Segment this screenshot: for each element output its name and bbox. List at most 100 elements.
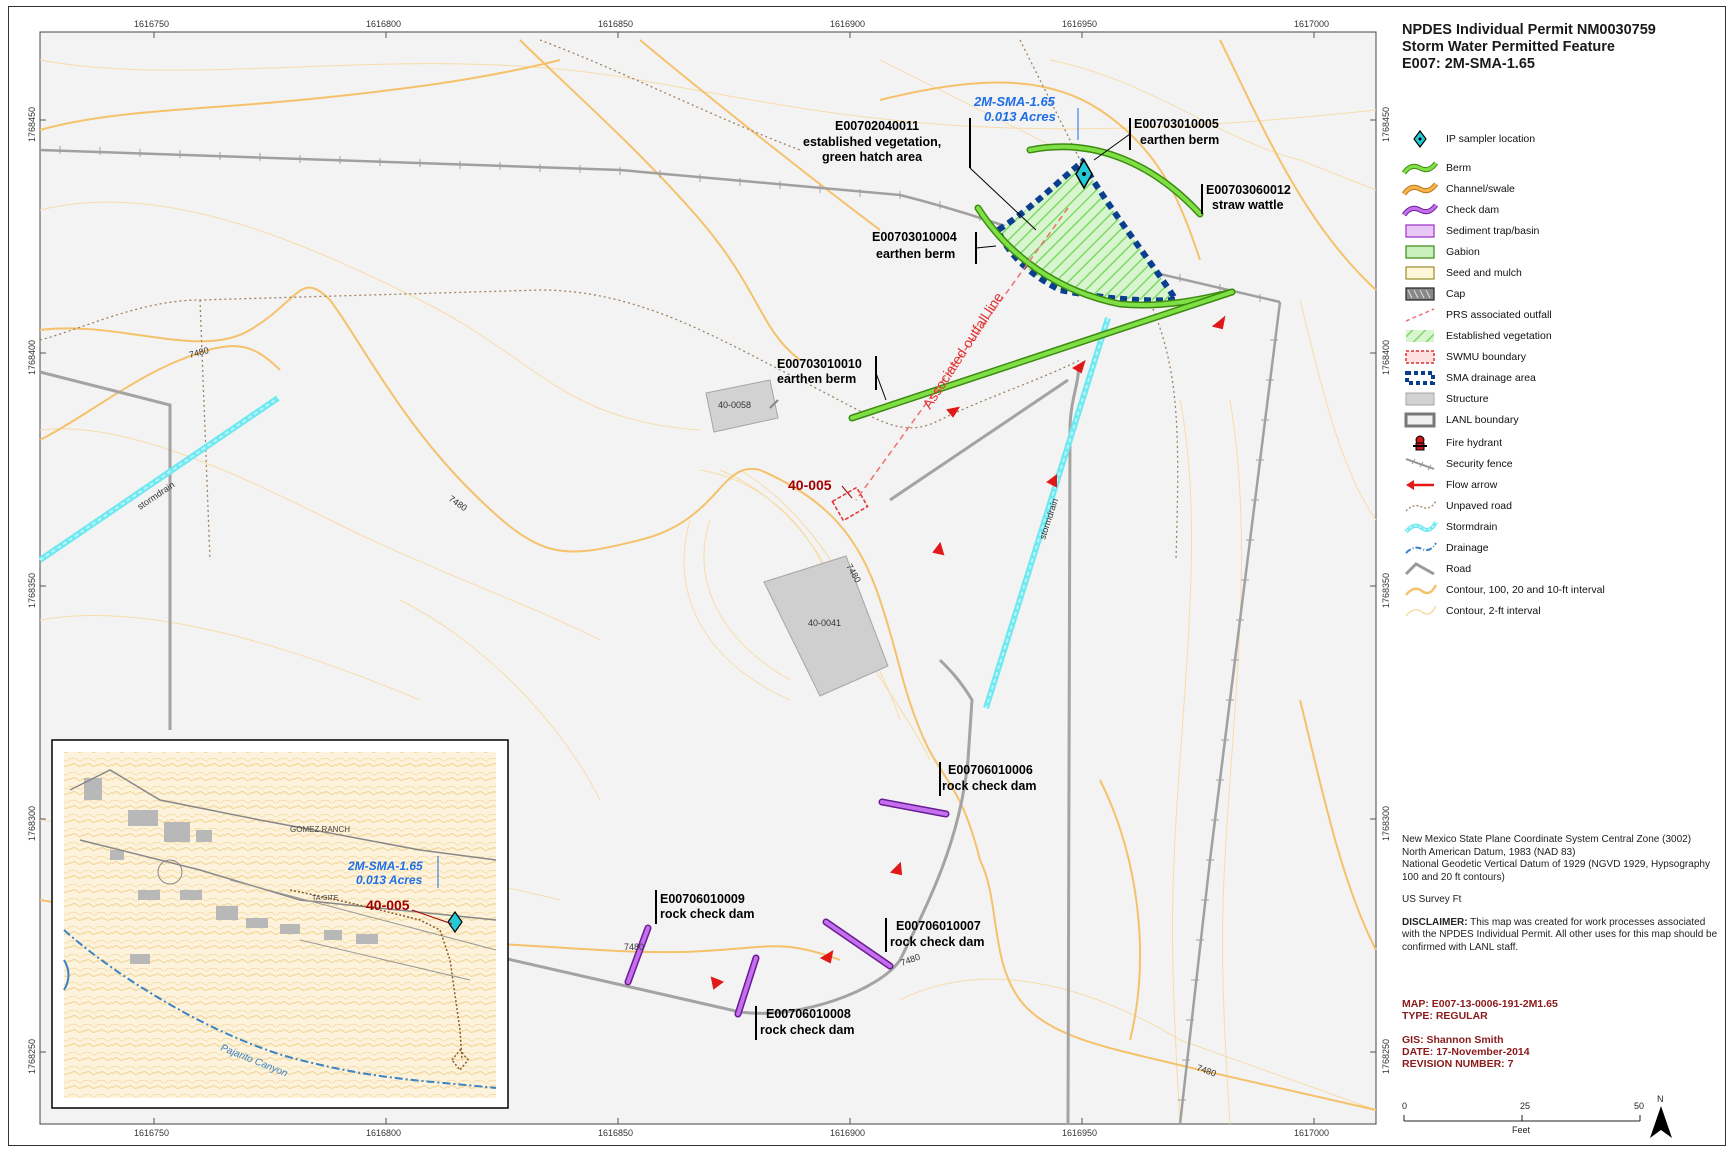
inset-map: GOMEZ RANCH TA-SITE Pajarito Canyon 2M-S… xyxy=(51,739,509,1109)
berm10-id: E00703010010 xyxy=(777,357,862,371)
legend-item-fence: Security fence xyxy=(1402,455,1513,473)
dam7-type: rock check dam xyxy=(890,935,985,949)
y-coord-right-4: 1768250 xyxy=(1381,1039,1391,1074)
veg-line2: green hatch area xyxy=(822,150,923,164)
coord-labels: 1616750 1616800 1616850 1616900 1616950 … xyxy=(27,19,1391,1138)
map-info: New Mexico State Plane Coordinate System… xyxy=(1402,834,1720,964)
flow-arrow-icon xyxy=(1406,480,1434,490)
scale-tick-50: 50 xyxy=(1634,1101,1644,1111)
structure-icon xyxy=(1405,392,1435,406)
map-type: TYPE: REGULAR xyxy=(1402,1010,1488,1022)
map-metadata: MAP: E007-13-0006-191-2M1.65 TYPE: REGUL… xyxy=(1402,998,1558,1070)
wattle-type: straw wattle xyxy=(1212,198,1284,212)
gabion-icon xyxy=(1405,245,1435,259)
map-date: DATE: 17-November-2014 xyxy=(1402,1046,1530,1058)
scale-unit: Feet xyxy=(1512,1125,1531,1135)
x-coord-top-5: 1617000 xyxy=(1294,19,1329,29)
disclaimer-text: This map was created for work processes … xyxy=(1402,916,1718,953)
seed-mulch-icon xyxy=(1405,266,1435,280)
dam9-type: rock check dam xyxy=(660,907,755,921)
legend-item-cap: Cap xyxy=(1402,285,1465,303)
map-frame xyxy=(8,6,1726,1146)
sma-name-label: 2M-SMA-1.65 xyxy=(973,94,1056,109)
swmu-boundary xyxy=(831,486,869,522)
structure-40-0058 xyxy=(705,379,779,433)
sma-area-icon xyxy=(1405,371,1435,385)
legend-item-ip-sampler: IP sampler location xyxy=(1402,130,1535,148)
established-vegetation-area xyxy=(998,162,1176,301)
projection-text: New Mexico State Plane Coordinate System… xyxy=(1402,834,1692,845)
legend-item-sma: SMA drainage area xyxy=(1402,369,1536,387)
x-coord-bottom-4: 1616950 xyxy=(1062,1128,1097,1138)
legend-item-contour: Contour, 100, 20 and 10-ft interval xyxy=(1402,581,1605,599)
map-title-block: NPDES Individual Permit NM0030759 Storm … xyxy=(1402,22,1720,73)
x-coord-bottom-0: 1616750 xyxy=(134,1128,169,1138)
legend-item-veg: Established vegetation xyxy=(1402,327,1552,345)
y-coord-right-3: 1768300 xyxy=(1381,806,1391,841)
disclaimer-label: DISCLAIMER: xyxy=(1402,916,1468,928)
legend-item-swmu: SWMU boundary xyxy=(1402,348,1526,366)
legend-item-flow: Flow arrow xyxy=(1402,476,1497,494)
title-line-1: NPDES Individual Permit NM0030759 xyxy=(1402,22,1656,38)
x-coord-top-2: 1616850 xyxy=(598,19,633,29)
north-arrow-icon: N xyxy=(1650,1094,1672,1138)
x-coord-bottom-2: 1616850 xyxy=(598,1128,633,1138)
berm4-type: earthen berm xyxy=(876,247,955,261)
stormdrain-group xyxy=(38,317,1111,709)
flow-arrow-group xyxy=(710,315,1226,990)
check-dam-icon xyxy=(1401,203,1439,217)
berm5-type: earthen berm xyxy=(1140,133,1219,147)
wattle-id: E00703060012 xyxy=(1206,183,1291,197)
scale-bar: 0 25 50 Feet xyxy=(1402,1101,1644,1135)
scale-tick-25: 25 xyxy=(1520,1101,1530,1111)
channel-icon xyxy=(1401,182,1439,196)
x-coord-top-0: 1616750 xyxy=(134,19,169,29)
berm4-id: E00703010004 xyxy=(872,230,957,244)
security-fence-icon xyxy=(1405,458,1435,471)
x-coord-bottom-5: 1617000 xyxy=(1294,1128,1329,1138)
sma-area-label: 0.013 Acres xyxy=(984,109,1056,124)
dam9-id: E00706010009 xyxy=(660,892,745,906)
inset-tasite-label: TA-SITE xyxy=(312,895,339,902)
y-coord-left-0: 1768450 xyxy=(27,107,37,142)
lanl-boundary-icon xyxy=(1404,412,1436,428)
x-coord-bottom-1: 1616800 xyxy=(366,1128,401,1138)
units-text: US Survey Ft xyxy=(1402,894,1462,905)
gis-author: GIS: Shannon Smith xyxy=(1402,1034,1504,1046)
dam8-type: rock check dam xyxy=(760,1023,855,1037)
legend-item-road: Road xyxy=(1402,560,1471,578)
datum-text: North American Datum, 1983 (NAD 83) xyxy=(1402,846,1576,858)
y-coord-left-4: 1768250 xyxy=(27,1039,37,1074)
map-number: MAP: E007-13-0006-191-2M1.65 xyxy=(1402,998,1558,1010)
ip-sampler-icon xyxy=(1413,130,1427,148)
veg-id: E00702040011 xyxy=(835,119,919,133)
road-icon xyxy=(1404,562,1435,576)
swmu-icon xyxy=(1405,350,1435,364)
contour-icon xyxy=(1405,584,1438,596)
y-coord-left-3: 1768300 xyxy=(27,806,37,841)
dam7-id: E00706010007 xyxy=(896,919,981,933)
unpaved-road-icon xyxy=(1405,500,1437,512)
vertical-datum-text: National Geodetic Vertical Datum of 1929… xyxy=(1402,859,1710,883)
y-coord-right-0: 1768450 xyxy=(1381,107,1391,142)
revision-number: REVISION NUMBER: 7 xyxy=(1402,1058,1514,1070)
legend-item-structure: Structure xyxy=(1402,390,1489,408)
sediment-trap-icon xyxy=(1405,224,1435,238)
x-coord-top-3: 1616900 xyxy=(830,19,865,29)
prs-label: 40-005 xyxy=(788,477,832,493)
inset-sma-name: 2M-SMA-1.65 xyxy=(347,859,423,873)
berm-group xyxy=(848,143,1236,422)
legend-item-berm: Berm xyxy=(1401,159,1471,177)
callouts: 2M-SMA-1.65 0.013 Acres E00702040011 est… xyxy=(655,94,1291,1040)
cap-icon xyxy=(1405,287,1435,301)
north-label: N xyxy=(1657,1094,1664,1104)
legend-item-gabion: Gabion xyxy=(1402,243,1480,261)
inset-prs-label: 40-005 xyxy=(366,897,410,913)
y-coord-right-2: 1768350 xyxy=(1381,573,1391,608)
prs-outfall-icon xyxy=(1405,308,1435,322)
stormdrain-icon xyxy=(1404,521,1438,534)
legend-item-prs: PRS associated outfall xyxy=(1402,306,1552,324)
legend-item-stormdrain: Stormdrain xyxy=(1402,518,1497,536)
coord-ticks xyxy=(40,32,1376,1124)
